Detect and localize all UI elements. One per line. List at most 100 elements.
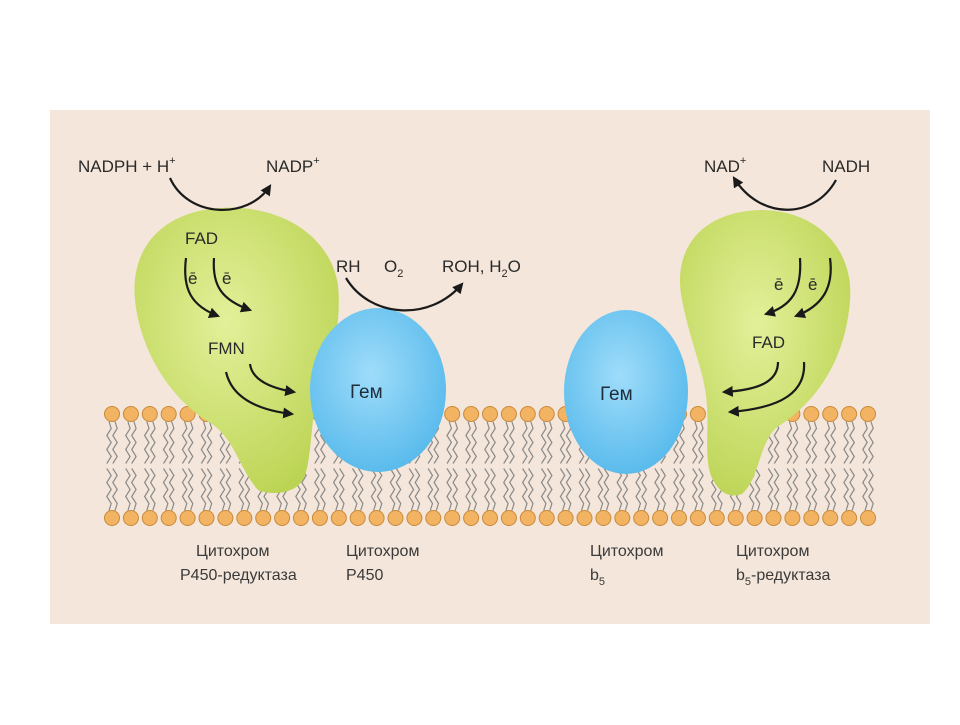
lipid-tail: [862, 468, 868, 511]
lipid-tail: [452, 421, 459, 464]
lipid-tail: [773, 468, 780, 511]
b5-reductase-caption-line-2: b5-редуктаза: [736, 567, 831, 588]
lipid-tail: [106, 468, 112, 511]
lipid-tail: [149, 421, 156, 464]
lipid-head: [595, 510, 612, 526]
lipid-head: [727, 510, 744, 526]
fad-to-fmn-arrow-2: [212, 257, 253, 313]
lipid-tail: [824, 421, 831, 464]
cytochrome-p450-shape: [310, 308, 446, 472]
lipid-head: [822, 510, 839, 526]
lipid-tail: [673, 468, 679, 511]
lipid-head: [500, 510, 517, 526]
lipid-head: [803, 510, 820, 526]
fad-label-left: FAD: [185, 229, 218, 248]
fmn-to-heme-arrow-1: [248, 363, 297, 396]
lipid-tail: [868, 468, 874, 511]
lipid-tail: [597, 468, 604, 511]
lipid-head: [765, 510, 782, 526]
lipid-tail: [206, 421, 213, 464]
substrate-to-product-arrow: [345, 277, 464, 312]
lipid-head: [557, 510, 574, 526]
electron-label-2: ē: [222, 269, 231, 288]
lipid-tail: [484, 421, 490, 464]
lipid-tail: [559, 468, 566, 511]
lipid-tail: [465, 421, 472, 464]
nadph-to-nadp-arrow: [168, 177, 272, 211]
lipid-head: [463, 406, 480, 422]
lipid-head: [236, 510, 253, 526]
lipid-tail: [792, 421, 799, 464]
fad-to-heme-arrow-1: [721, 361, 780, 397]
lipid-tail: [389, 468, 396, 511]
lipid-head: [500, 406, 517, 422]
lipid-tail: [301, 468, 307, 511]
lipid-tail: [773, 421, 780, 464]
lipid-tail: [206, 468, 213, 511]
lipid-tail: [162, 468, 169, 511]
lipid-head: [217, 510, 234, 526]
lipid-tail: [868, 421, 874, 464]
lipid-tail: [465, 468, 472, 511]
nadph-label: NADPH + H+: [78, 155, 176, 176]
lipid-tail: [149, 468, 156, 511]
lipid-tail: [805, 421, 812, 464]
lipid-tail: [527, 468, 534, 511]
lipid-head: [803, 406, 820, 422]
fmn-label: FMN: [208, 339, 245, 358]
lipid-head: [104, 510, 120, 526]
lipid-tail: [168, 468, 175, 511]
lipid-tail: [811, 421, 818, 464]
lipid-tail: [635, 468, 642, 511]
lipid-head: [179, 510, 196, 526]
lipid-head: [179, 406, 196, 422]
lipid-tail: [219, 468, 226, 511]
lipid-tail: [521, 421, 528, 464]
lipid-tail: [433, 468, 440, 511]
p450-caption-line-2: P450: [346, 567, 383, 584]
lipid-tail: [427, 468, 434, 511]
lipid-head: [141, 406, 158, 422]
b5-caption-line-2: b5: [590, 567, 605, 588]
lipid-tail: [395, 468, 402, 511]
nadh-label: NADH: [822, 157, 870, 176]
lipid-tail: [540, 421, 547, 464]
lipid-tail: [130, 468, 137, 511]
lipid-tail: [124, 468, 131, 511]
lipid-tail: [471, 468, 478, 511]
lipid-head: [860, 406, 876, 422]
lipid-head: [860, 510, 876, 526]
lipid-tail: [225, 468, 232, 511]
lipid-head: [330, 510, 347, 526]
lipid-tail: [697, 421, 704, 464]
lipid-tail: [187, 468, 194, 511]
lipid-head: [349, 510, 366, 526]
lipid-tail: [238, 468, 245, 511]
lipid-tail: [830, 421, 837, 464]
lipid-head: [708, 510, 725, 526]
lipid-head: [104, 406, 120, 422]
lipid-tail: [792, 468, 799, 511]
nadp-label: NADP+: [266, 155, 320, 176]
lipid-tail: [112, 468, 118, 511]
lipid-head: [841, 510, 858, 526]
electron-label-1: ē: [188, 269, 197, 288]
electron-label-4: ē: [808, 275, 817, 294]
lipid-tail: [446, 421, 453, 464]
lipid-tail: [679, 468, 685, 511]
lipid-tail: [559, 421, 566, 464]
lipid-head: [652, 510, 669, 526]
lipid-head: [633, 510, 650, 526]
fad-to-fmn-arrow-1: [184, 257, 221, 318]
lipid-head: [689, 406, 706, 422]
electron-label-3: ē: [774, 275, 783, 294]
lipid-head: [444, 406, 461, 422]
lipid-tail: [654, 468, 661, 511]
fad-label-right: FAD: [752, 333, 785, 352]
lipid-tail: [584, 468, 591, 511]
lipid-head: [519, 510, 536, 526]
lipid-tail: [106, 421, 112, 464]
lipid-head: [538, 406, 555, 422]
lipid-tail: [124, 421, 131, 464]
